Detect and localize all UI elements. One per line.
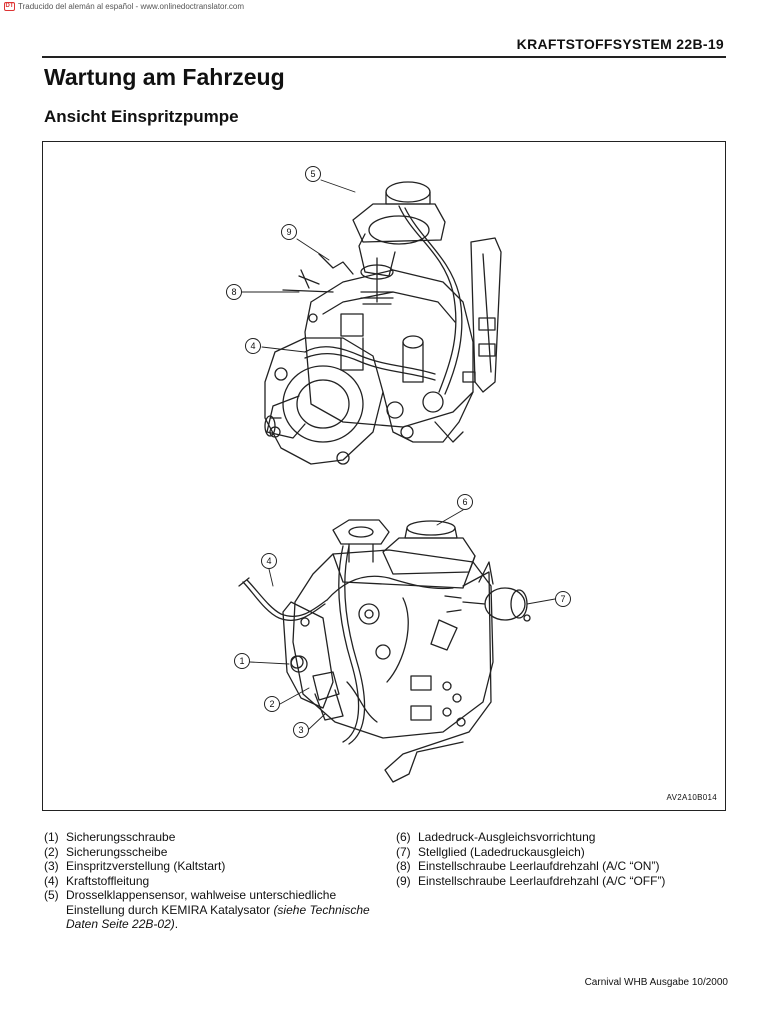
- legend-right: (6) Ladedruck-Ausgleichsvorrichtung (7) …: [396, 830, 726, 888]
- legend-item: (4) Kraftstoffleitung: [44, 873, 150, 888]
- legend-item: (8) Einstellschraube Leerlaufdrehzahl (A…: [396, 859, 660, 873]
- legend-item: (5) Drosselklappensensor, wahlweise unte…: [44, 888, 370, 932]
- callout-4-upper: 4: [245, 338, 261, 354]
- legend-item-text: Drosselklappensensor, wahlweise untersch…: [66, 888, 337, 917]
- legend-item: (9) Einstellschraube Leerlaufdrehzahl (A…: [396, 873, 666, 888]
- page-footer: Carnival WHB Ausgabe 10/2000: [584, 977, 728, 988]
- legend-item: (6) Ladedruck-Ausgleichsvorrichtung: [396, 830, 596, 844]
- legend-item-tail: .: [174, 917, 179, 931]
- section-subtitle: Ansicht Einspritzpumpe: [44, 107, 239, 126]
- legend-item: (1) Sicherungsschraube: [44, 830, 176, 844]
- figure-code: AV2A10B014: [666, 793, 717, 802]
- header-rule: [42, 56, 726, 58]
- callout-9: 9: [281, 224, 297, 240]
- legend-left: (1) Sicherungsschraube (2) Sicherungssch…: [44, 830, 384, 932]
- legend-item: (2) Sicherungsscheibe: [44, 844, 168, 859]
- legend-item: (3) Einspritzverstellung (Kaltstart): [44, 859, 226, 873]
- callout-7: 7: [555, 591, 571, 607]
- injection-pump-drawing: [238, 179, 556, 783]
- callout-5: 5: [305, 166, 321, 182]
- callout-6: 6: [457, 494, 473, 510]
- callout-1: 1: [234, 653, 250, 669]
- legend-item: (7) Stellglied (Ladedruckausgleich): [396, 844, 585, 859]
- upper-pump-illustration: [264, 181, 502, 465]
- page-title: Wartung am Fahrzeug: [44, 64, 285, 90]
- lower-pump-illustration: [238, 519, 531, 783]
- translator-banner[interactable]: DT Traducido del alemán al español - www…: [4, 0, 244, 12]
- callout-4-lower: 4: [261, 553, 277, 569]
- legend-item-note: (siehe Technische Daten Seite 22B-02): [66, 902, 370, 932]
- translator-logo-icon: DT: [4, 1, 15, 11]
- section-header: KRAFTSTOFFSYSTEM 22B-19: [516, 36, 724, 52]
- translator-banner-text[interactable]: Traducido del alemán al español - www.on…: [18, 1, 245, 11]
- callout-8: 8: [226, 284, 242, 300]
- callout-2: 2: [264, 696, 280, 712]
- figure-frame: 5 9 8 4 6 4 7 1 2 3 AV2A10B014: [42, 141, 726, 811]
- callout-3: 3: [293, 722, 309, 738]
